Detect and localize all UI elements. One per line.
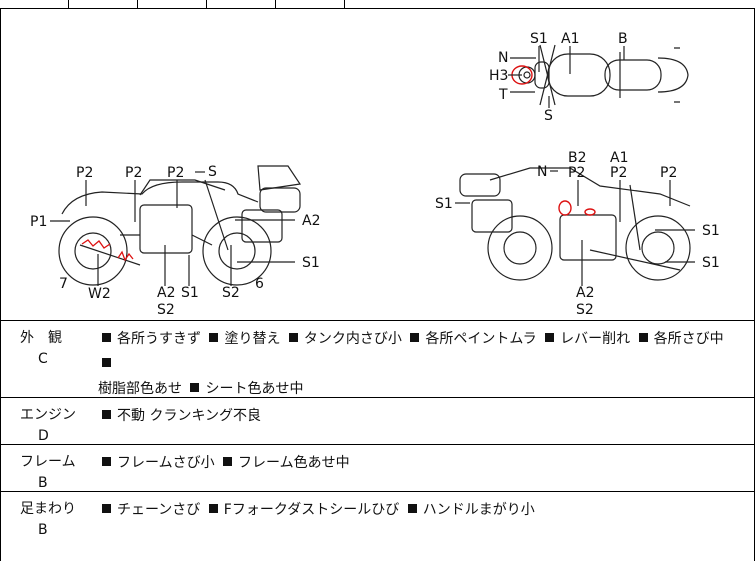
left-label-p2a: P2 xyxy=(76,165,93,181)
condition-item: 塗り替え xyxy=(205,331,280,347)
frame-top xyxy=(0,8,755,9)
condition-item: 各所うすきず xyxy=(98,331,201,347)
right-label-b2: B2 xyxy=(568,150,587,166)
category-name: 足まわり xyxy=(20,501,76,517)
left-label-s1: S1 xyxy=(302,255,320,271)
condition-items: チェーンさび Fフォークダストシールひび ハンドルまがり小 xyxy=(98,498,743,523)
frame-left xyxy=(0,8,1,561)
condition-items: 不動 クランキング不良 xyxy=(98,404,743,429)
condition-row-frame: フレーム B フレームさび小 フレーム色あせ中 xyxy=(0,445,755,491)
right-label-s1-upper: S1 xyxy=(702,223,720,239)
category: 足まわり B xyxy=(20,498,90,538)
right-damage-mark-1 xyxy=(558,200,572,216)
top-label-a1: A1 xyxy=(561,31,579,47)
damage-diagram: N H3 T S1 A1 B S P2 P2 P2 S P1 A2 S1 7 W… xyxy=(30,31,720,318)
condition-item: フレームさび小 xyxy=(98,455,215,471)
right-label-p2a: P2 xyxy=(568,165,585,181)
left-label-s: S xyxy=(208,164,217,180)
right-leaders xyxy=(455,170,695,286)
left-label-a2-bottom: A2 xyxy=(157,285,175,301)
left-label-7: 7 xyxy=(59,276,68,292)
category: 外 観 C xyxy=(20,327,90,367)
category-grade: C xyxy=(38,351,48,367)
condition-item: レバー削れ xyxy=(541,331,630,347)
top-label-b: B xyxy=(618,31,628,47)
left-label-s1-bottom: S1 xyxy=(181,285,199,301)
condition-item: 各所さび中 xyxy=(635,331,724,347)
left-label-a2: A2 xyxy=(302,213,320,229)
category-name: 外 観 xyxy=(20,330,62,346)
right-label-s2: S2 xyxy=(576,302,594,318)
condition-row-exterior: 外 観 C 各所うすきず 塗り替え タンク内さび小 各所ペイントムラ レバー削れ… xyxy=(0,321,755,397)
condition-row-engine: エンジン D 不動 クランキング不良 xyxy=(0,398,755,444)
left-label-s2-bottom: S2 xyxy=(157,302,175,318)
motorcycle-left-view xyxy=(58,165,302,286)
condition-row-suspension: 足まわり B チェーンさび Fフォークダストシールひび ハンドルまがり小 xyxy=(0,492,755,561)
right-label-a2: A2 xyxy=(576,285,594,301)
category-grade: B xyxy=(38,475,48,491)
category-grade: B xyxy=(38,522,48,538)
category-name: エンジン xyxy=(20,407,76,423)
divider-row1 xyxy=(0,397,755,398)
left-damage-mark-1 xyxy=(81,239,111,249)
left-leaders xyxy=(50,171,295,286)
condition-item: フレーム色あせ中 xyxy=(219,455,350,471)
condition-item: Fフォークダストシールひび xyxy=(205,502,399,518)
right-label-p2c: P2 xyxy=(660,165,677,181)
left-label-w2: W2 xyxy=(88,286,111,302)
top-label-h3: H3 xyxy=(489,68,508,84)
top-label-s1: S1 xyxy=(530,31,548,47)
left-label-p2b: P2 xyxy=(125,165,142,181)
right-label-a1: A1 xyxy=(610,150,628,166)
category: フレーム B xyxy=(20,451,90,491)
motorcycle-top-view xyxy=(518,44,689,106)
left-label-s2-right: S2 xyxy=(222,285,240,301)
right-label-n: N xyxy=(537,164,547,180)
divider-diagram xyxy=(0,320,755,321)
left-label-6: 6 xyxy=(255,276,264,292)
category: エンジン D xyxy=(20,404,90,444)
top-leaders xyxy=(508,46,625,108)
left-damage-mark-2 xyxy=(117,250,134,262)
left-label-p1: P1 xyxy=(30,214,47,230)
divider-row2 xyxy=(0,444,755,445)
condition-item: 各所ペイントムラ xyxy=(406,331,537,347)
condition-item: 不動 クランキング不良 xyxy=(98,408,261,424)
bullet-square xyxy=(102,358,111,367)
top-label-t: T xyxy=(498,87,508,103)
condition-item: シート色あせ中 xyxy=(186,381,303,397)
condition-items: フレームさび小 フレーム色あせ中 xyxy=(98,451,743,476)
condition-item: チェーンさび xyxy=(98,502,200,518)
condition-item: ハンドルまがり小 xyxy=(404,502,535,518)
category-grade: D xyxy=(38,428,49,444)
right-damage-mark-2 xyxy=(584,208,596,216)
motorcycle-right-view xyxy=(459,167,691,281)
category-name: フレーム xyxy=(20,454,76,470)
condition-item: 樹脂部色あせ xyxy=(98,381,182,397)
divider-row3 xyxy=(0,491,755,492)
right-label-p2b: P2 xyxy=(610,165,627,181)
top-label-n: N xyxy=(498,50,508,66)
top-label-s: S xyxy=(544,108,553,124)
right-label-s1-left: S1 xyxy=(435,196,453,212)
condition-items: 各所うすきず 塗り替え タンク内さび小 各所ペイントムラ レバー削れ 各所さび中… xyxy=(98,327,743,402)
left-label-p2c: P2 xyxy=(167,165,184,181)
condition-item: タンク内さび小 xyxy=(285,331,402,347)
right-label-s1-lower: S1 xyxy=(702,255,720,271)
